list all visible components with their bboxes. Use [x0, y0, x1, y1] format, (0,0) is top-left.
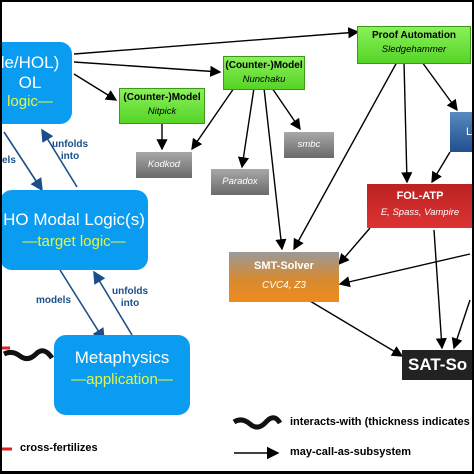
nunchaku-node: (Counter-)Model Nunchaku [223, 56, 305, 90]
legend-cross-fertilizes: cross-fertilizes [20, 442, 98, 454]
paradox-node: Paradox [211, 169, 269, 195]
fol-atp-title: FOL-ATP [396, 190, 444, 202]
hol-line2: OL [18, 73, 42, 92]
kodkod-node: Kodkod [136, 152, 192, 178]
sat-solver-node: SAT-So [402, 350, 472, 380]
smt-solver-title: SMT-Solver [254, 260, 314, 272]
proof-automation-subtitle: Sledgehammer [381, 44, 447, 55]
edge-right-to-smt [338, 253, 471, 288]
nunchaku-subtitle: Nunchaku [242, 74, 286, 85]
edge-nunchaku-to-paradox [237, 87, 255, 169]
kodkod-label: Kodkod [147, 159, 181, 170]
edge-nunchaku-to-smt [263, 87, 287, 251]
edge-unfolds-bottom [93, 270, 133, 336]
metaphysics-node: Metaphysics —application— [54, 335, 190, 415]
edge-right-to-sat [451, 299, 471, 350]
edge-nunchaku-to-kodkod [191, 87, 235, 151]
edge-leo-to-fol [431, 151, 451, 184]
edge-fol-to-sat [433, 229, 447, 350]
legend-thick-squiggle [232, 415, 283, 430]
leo-label: Le [466, 126, 472, 138]
sat-solver-label: SAT-So [408, 355, 468, 374]
edge-hol-to-nitpick [73, 73, 118, 101]
nitpick-node: (Counter-)Model Nitpick [119, 88, 205, 124]
edge-hol-to-nunchaku [73, 61, 222, 77]
hol-line1: le/HOL) [2, 53, 60, 72]
edge-label-unfolds-top: unfolds into [52, 139, 89, 162]
interacts-thick-mark [2, 348, 55, 362]
edge-label-models-bottom: models [36, 295, 72, 306]
edge-models-top [3, 131, 43, 192]
nitpick-subtitle: Nitpick [147, 106, 177, 117]
edge-proof-to-smt [293, 61, 398, 251]
metaphysics-subtitle: —application— [71, 371, 173, 388]
ho-modal-title: HO Modal Logic(s) [3, 210, 145, 229]
edge-hol-to-proof [73, 27, 360, 55]
smt-solver-node: SMT-Solver CVC4, Z3 [229, 252, 339, 302]
nitpick-title: (Counter-)Model [123, 92, 201, 103]
edge-unfolds-top [41, 128, 78, 188]
edge-fol-to-smt [338, 227, 371, 266]
smt-solver-subtitle: CVC4, Z3 [262, 280, 306, 291]
edge-label-unfolds-bottom: unfolds into [112, 286, 149, 309]
edge-nunchaku-to-smbc [271, 87, 301, 131]
metaphysics-title: Metaphysics [74, 348, 170, 367]
fol-atp-node: FOL-ATP E, Spass, Vampire [367, 184, 472, 228]
proof-automation-node: Proof Automation Sledgehammer [357, 26, 471, 64]
edge-models-bottom [59, 269, 105, 342]
edge-proof-to-leo [421, 61, 458, 112]
ho-modal-subtitle: —target logic— [22, 233, 126, 250]
paradox-label: Paradox [222, 176, 258, 187]
proof-automation-title: Proof Automation [371, 30, 457, 41]
smbc-node: smbc [284, 132, 334, 158]
ho-modal-node: HO Modal Logic(s) —target logic— [2, 190, 148, 270]
smbc-label: smbc [297, 139, 321, 150]
leo-node: Le [450, 112, 472, 152]
fol-atp-subtitle: E, Spass, Vampire [380, 207, 460, 218]
legend-interacts-with: interacts-with (thickness indicates i [290, 416, 472, 428]
hol-node: le/HOL) OL logic— [2, 42, 72, 124]
edge-label-models-top: els [2, 155, 16, 166]
legend-may-call: may-call-as-subsystem [290, 446, 412, 458]
edge-smt-to-sat [309, 300, 404, 357]
edge-proof-to-fol [401, 61, 413, 184]
hol-line3: logic— [7, 93, 53, 110]
nunchaku-title: (Counter-)Model [225, 60, 303, 71]
